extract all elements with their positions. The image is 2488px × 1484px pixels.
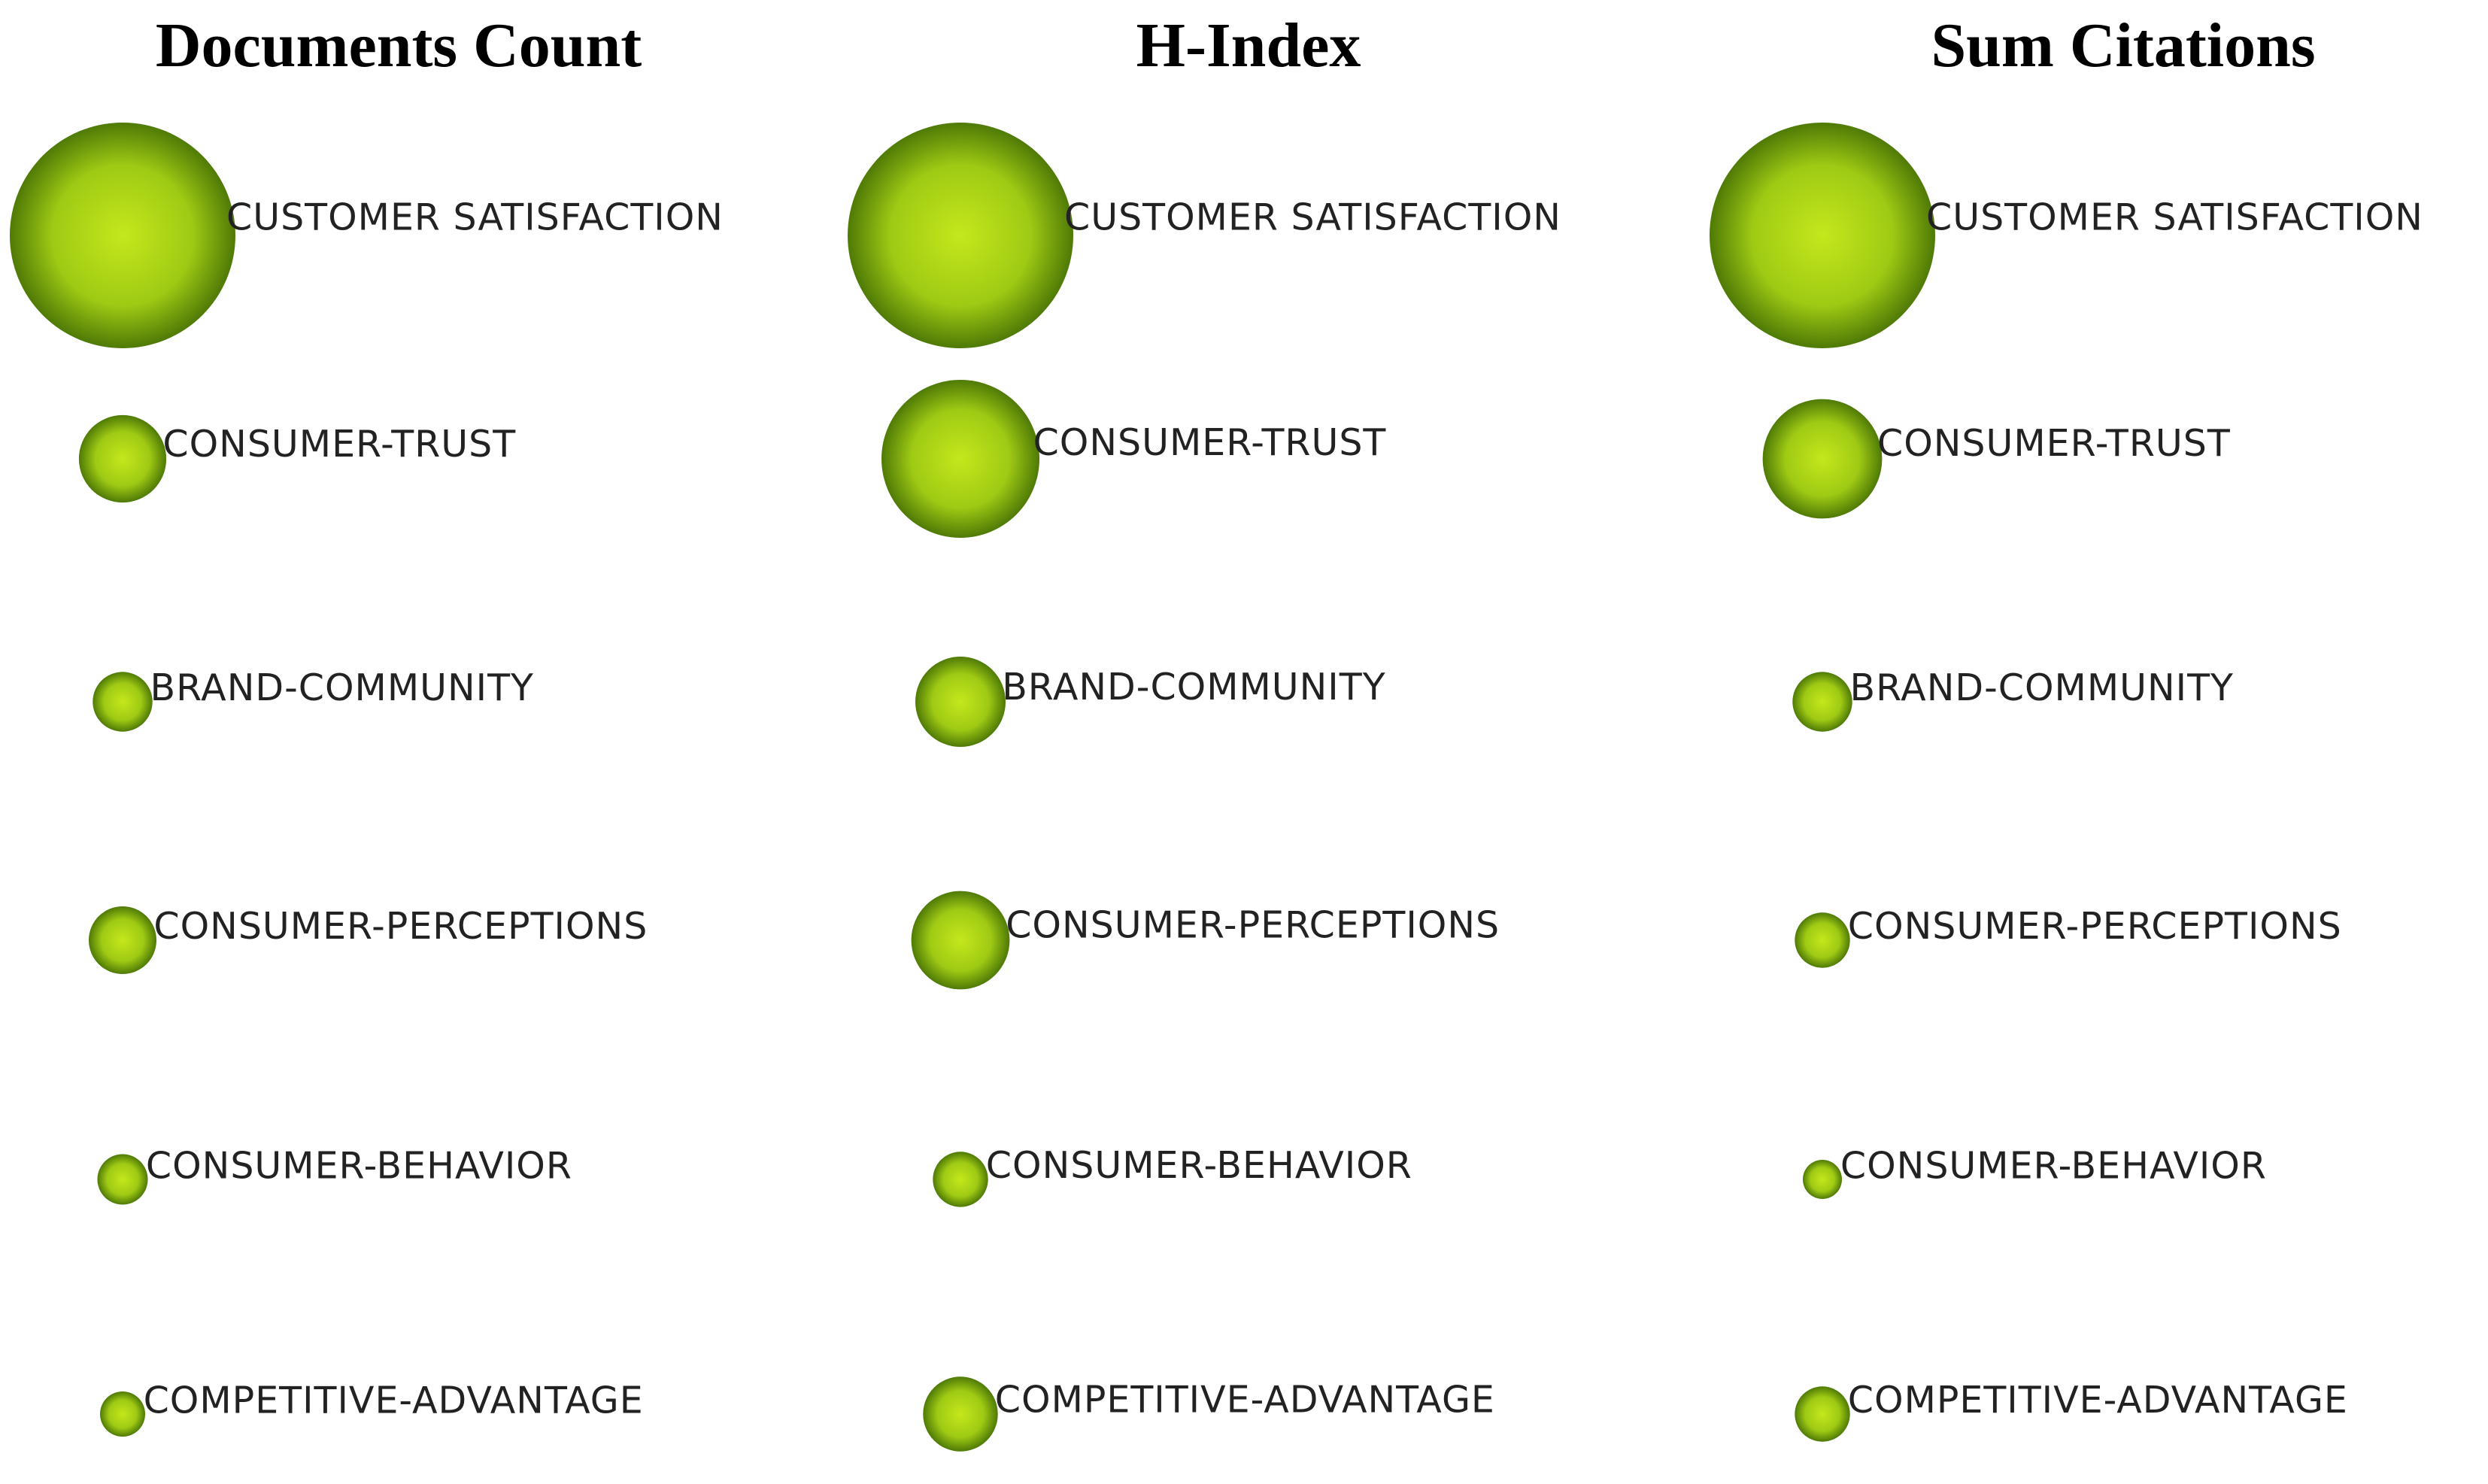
bubble-label: BRAND-COMMUNITY (1850, 666, 2235, 709)
bubble-competitive-advantage (1795, 1386, 1850, 1442)
bubble-competitive-advantage (100, 1391, 145, 1437)
bubble-brand-community (1792, 672, 1852, 732)
bubble-consumer-behavior (933, 1152, 988, 1207)
panel-title: Sum Citations (1931, 11, 2315, 80)
bubble-consumer-trust (1762, 399, 1883, 519)
bubble-consumer-trust (78, 414, 167, 503)
bubble-label: CONSUMER-BEHAVIOR (1840, 1145, 2267, 1188)
panel-title: H-Index (1136, 11, 1361, 80)
bubble-consumer-perceptions (1795, 912, 1850, 968)
bubble-competitive-advantage (923, 1376, 998, 1452)
bubble-consumer-perceptions (911, 891, 1010, 990)
bubble-label: CUSTOMER SATISFACTION (1064, 196, 1561, 239)
bubble-brand-community (93, 672, 153, 732)
bubble-label: COMPETITIVE-ADVANTAGE (1848, 1379, 2348, 1422)
panel-title: Documents Count (156, 11, 642, 80)
bubble-consumer-perceptions (89, 906, 156, 974)
bubble-label: COMPETITIVE-ADVANTAGE (995, 1379, 1495, 1422)
bubble-consumer-trust (881, 380, 1039, 538)
bubble-label: BRAND-COMMUNITY (1002, 666, 1386, 709)
bubble-label: CONSUMER-BEHAVIOR (146, 1144, 572, 1187)
bubble-label: CONSUMER-PERCEPTIONS (1848, 905, 2342, 948)
bubble-customer-satisfaction (10, 123, 235, 348)
bubble-label: COMPETITIVE-ADVANTAGE (144, 1379, 644, 1422)
bubble-label: CONSUMER-PERCEPTIONS (1006, 904, 1500, 947)
bubble-label: CUSTOMER SATISFACTION (226, 196, 724, 239)
bubble-label: CONSUMER-TRUST (162, 423, 516, 466)
bubble-consumer-behavior (1803, 1160, 1842, 1199)
bubble-label: CONSUMER-PERCEPTIONS (153, 905, 648, 948)
bubble-label: CONSUMER-TRUST (1877, 422, 2231, 465)
bubble-label: CUSTOMER SATISFACTION (1926, 196, 2423, 239)
bubble-brand-community (915, 657, 1006, 747)
bubble-consumer-behavior (97, 1154, 148, 1205)
bubble-label: CONSUMER-TRUST (1033, 421, 1387, 464)
bubble-label: BRAND-COMMUNITY (150, 666, 535, 709)
bubble-customer-satisfaction (1710, 123, 1935, 348)
bubble-customer-satisfaction (848, 123, 1073, 348)
bubble-label: CONSUMER-BEHAVIOR (986, 1144, 1412, 1187)
